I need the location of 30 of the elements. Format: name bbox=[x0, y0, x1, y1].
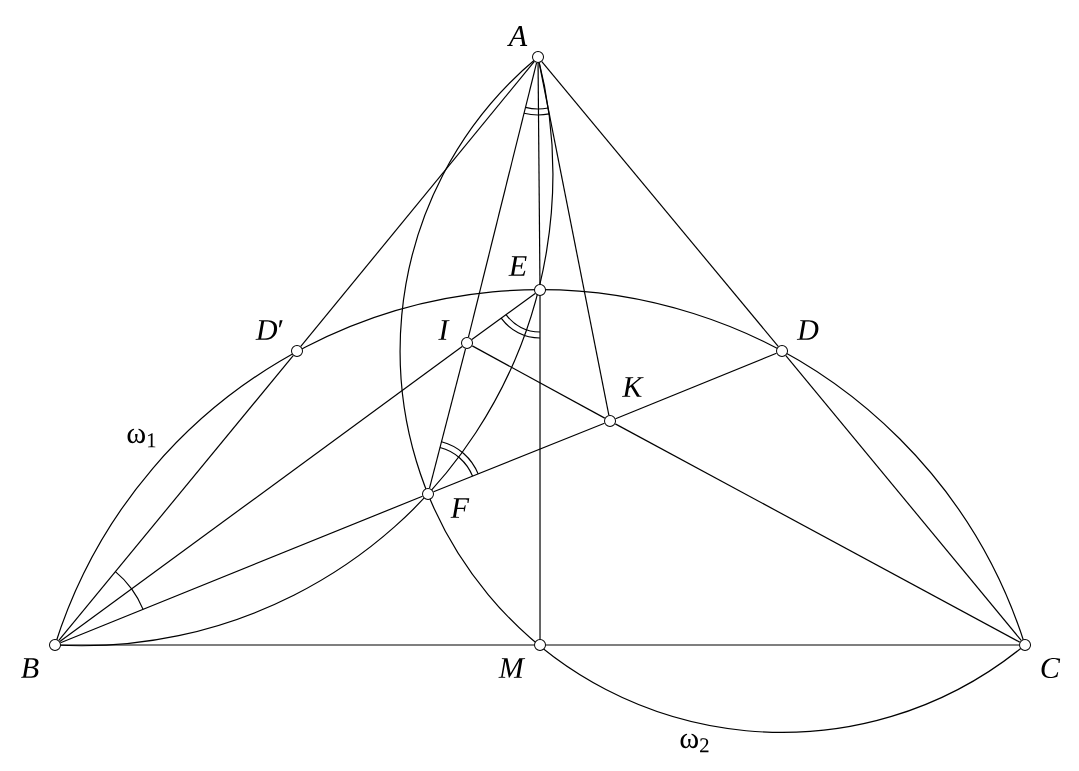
line-segment bbox=[60, 644, 535, 646]
line-segment bbox=[471, 345, 606, 419]
line-segment bbox=[537, 62, 541, 285]
point-label: D bbox=[796, 320, 819, 340]
point-label: A bbox=[507, 26, 528, 46]
line-segment bbox=[614, 352, 778, 420]
point-label: M bbox=[498, 658, 526, 678]
point-label: D′ bbox=[255, 320, 283, 340]
point-label: B bbox=[21, 658, 39, 678]
line-segment bbox=[428, 348, 467, 489]
line-segment bbox=[539, 295, 541, 640]
point-label: I bbox=[438, 320, 450, 340]
point-label: F bbox=[450, 498, 470, 518]
line-segment bbox=[541, 61, 779, 347]
line-segment bbox=[59, 345, 463, 643]
line-segment bbox=[58, 355, 294, 641]
point-label: K bbox=[622, 377, 644, 397]
line-segment bbox=[545, 644, 1020, 646]
line-segment bbox=[467, 62, 538, 338]
line-segment bbox=[471, 292, 536, 341]
point-label: E bbox=[508, 256, 527, 276]
line-segment bbox=[614, 423, 1021, 643]
point-label: C bbox=[1041, 657, 1061, 679]
line-segment bbox=[785, 355, 1022, 641]
circle-label: ω$_{1}$ bbox=[127, 428, 156, 448]
line-segment bbox=[300, 61, 535, 347]
line-segment bbox=[538, 62, 610, 416]
line-segment bbox=[59, 495, 424, 644]
line-segment bbox=[432, 422, 606, 493]
circle-label: ω$_{2}$ bbox=[680, 733, 709, 753]
